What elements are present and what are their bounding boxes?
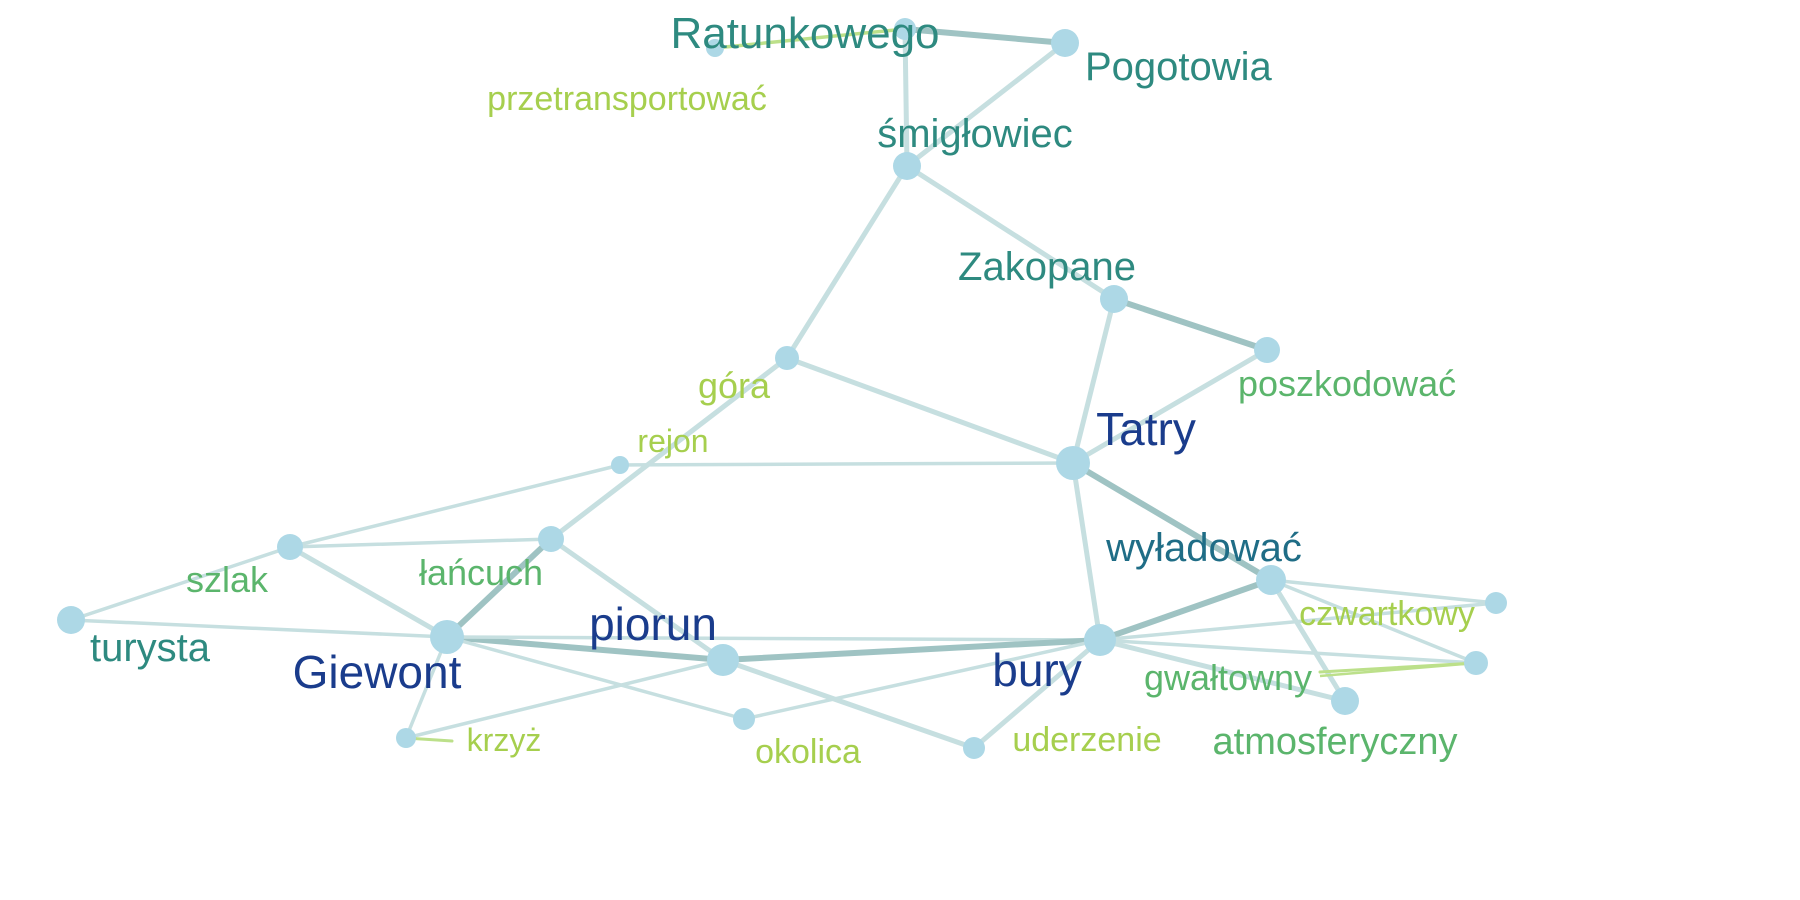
edge-wyladowac-gwaltowny xyxy=(1269,578,1478,665)
label-smiglowiec: śmigłowiec xyxy=(877,112,1073,156)
edge-smiglowiec-zakopane xyxy=(904,163,1117,302)
edge-piorun-krzyz xyxy=(404,658,725,740)
label-krzyz: krzyż xyxy=(467,722,542,758)
node-okolica xyxy=(733,708,755,730)
edge-szlak-giewont xyxy=(287,544,450,640)
edge-poszkodowac-tatry xyxy=(1070,347,1270,466)
edge-szlak-lancuch xyxy=(288,537,553,549)
edge-piorun-uderzenie xyxy=(720,657,977,751)
edge-bury-atmosferyczny xyxy=(1097,637,1348,704)
edge-bury-okolica xyxy=(742,638,1102,721)
node-krzyz xyxy=(396,728,416,748)
node-poszkodowac xyxy=(1254,337,1280,363)
edge-lancuch-giewont xyxy=(444,536,554,640)
node-gwaltowny xyxy=(1464,651,1488,675)
node-szlak xyxy=(277,534,303,560)
label-wyladowac: wyładować xyxy=(1105,526,1302,570)
label-przetransportowac: przetransportować xyxy=(487,80,767,118)
edge-gora-tatry xyxy=(784,355,1076,466)
node-zakopane xyxy=(1100,285,1128,313)
node-atmosferyczny xyxy=(1331,687,1359,715)
edge-wyladowac-atmosferyczny xyxy=(1268,577,1348,704)
edge-turysta-giewont xyxy=(69,618,449,639)
node-wyladowac xyxy=(1256,565,1286,595)
edge-gwaltowny-accent xyxy=(1319,661,1477,678)
label-gora: góra xyxy=(698,365,771,406)
node-przetransportowac xyxy=(706,39,724,57)
edge-giewont-piorun xyxy=(444,634,726,663)
node-tatry xyxy=(1056,446,1090,480)
edge-rejon-tatry xyxy=(618,461,1075,467)
edge-tatry-bury xyxy=(1070,460,1103,643)
label-ratunkowego: Ratunkowego xyxy=(670,9,939,58)
node-czwartkowy xyxy=(1485,592,1507,614)
edges-layer xyxy=(69,26,1498,751)
label-atmosferyczny: atmosferyczny xyxy=(1213,721,1458,763)
edge-ratunkowego-pogotowia xyxy=(902,26,1068,46)
label-szlak: szlak xyxy=(186,559,269,600)
node-piorun xyxy=(707,644,739,676)
label-lancuch: łańcuch xyxy=(419,552,543,593)
label-piorun: piorun xyxy=(589,598,717,650)
label-tatry: Tatry xyxy=(1096,403,1196,455)
node-giewont xyxy=(430,620,464,654)
edge-tatry-wyladowac xyxy=(1070,460,1274,583)
node-lancuch xyxy=(538,526,564,552)
edge-szlak-turysta xyxy=(69,545,292,622)
edge-rejon-szlak xyxy=(288,463,622,549)
edge-giewont-bury xyxy=(445,635,1102,642)
nodes-layer xyxy=(57,18,1507,759)
node-turysta xyxy=(57,606,85,634)
node-smiglowiec xyxy=(893,152,921,180)
node-gora xyxy=(775,346,799,370)
label-poszkodowac: poszkodować xyxy=(1238,363,1456,404)
edge-giewont-okolica xyxy=(445,635,746,721)
label-uderzenie: uderzenie xyxy=(1012,721,1161,759)
label-pogotowia: Pogotowia xyxy=(1085,45,1273,89)
edge-zakopane-poszkodowac xyxy=(1111,296,1270,353)
node-ratunkowego xyxy=(894,18,916,40)
node-rejon xyxy=(611,456,629,474)
edge-piorun-bury xyxy=(720,637,1103,663)
node-uderzenie xyxy=(963,737,985,759)
edge-smiglowiec-smiglowiec_col xyxy=(903,27,909,168)
edge-gora-lancuch xyxy=(548,355,790,542)
edge-smiglowiec-gora xyxy=(784,163,910,361)
edge-pogotowia-smiglowiec xyxy=(904,40,1068,169)
edge-bury-gwaltowny xyxy=(1098,638,1478,665)
edge-bury-wyladowac xyxy=(1097,577,1274,643)
edge-zakopane-tatry xyxy=(1070,296,1117,466)
label-czwartkowy: czwartkowy xyxy=(1299,595,1475,633)
label-okolica: okolica xyxy=(755,733,861,771)
label-turysta: turysta xyxy=(90,626,211,670)
edge-giewont-krzyz xyxy=(404,635,449,740)
node-pogotowia xyxy=(1051,29,1079,57)
edge-ratunkowego-przetransportowac xyxy=(713,27,907,50)
label-zakopane: Zakopane xyxy=(958,245,1136,289)
label-rejon: rejon xyxy=(637,423,708,459)
label-bury: bury xyxy=(992,644,1081,696)
edge-wyladowac-czwartkowy xyxy=(1269,578,1498,605)
label-giewont: Giewont xyxy=(293,646,462,698)
edge-bury-uderzenie xyxy=(971,637,1103,751)
node-bury xyxy=(1084,624,1116,656)
label-gwaltowny: gwałtowny xyxy=(1144,657,1312,698)
